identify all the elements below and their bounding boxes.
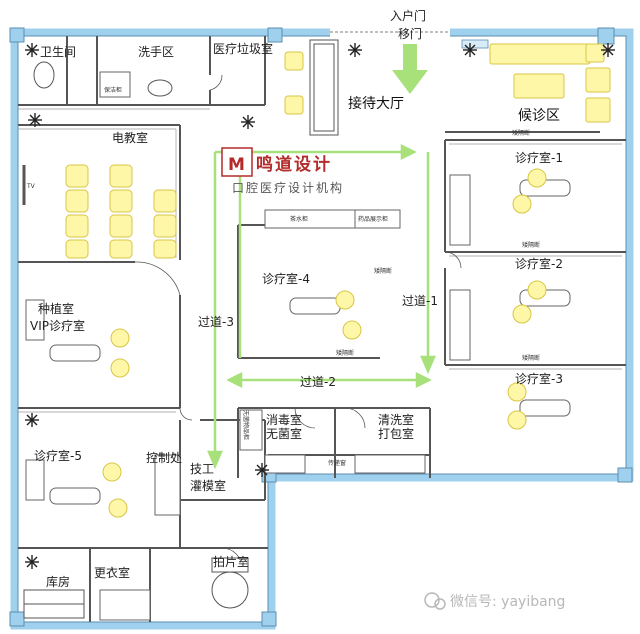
label-clinic-4: 诊疗室-4 xyxy=(262,271,310,286)
door-swings xyxy=(134,74,462,569)
label-partition-1: 矮隔断 xyxy=(512,129,530,137)
label-tv: TV xyxy=(26,183,36,190)
label-cleaning-cabinet: 保洁柜 xyxy=(104,86,122,94)
label-washroom: 洗手区 xyxy=(138,45,174,59)
label-implant-1: 种植室 xyxy=(38,301,74,316)
label-medical-waste: 医疗垃圾室 xyxy=(213,41,273,56)
label-disinfect-1: 消毒室 xyxy=(266,412,302,427)
sliding-door-bar xyxy=(461,39,489,49)
label-waiting: 候诊区 xyxy=(518,108,560,124)
label-disinfect-2: 无菌室 xyxy=(266,426,302,441)
label-passthrough: 传递窗 xyxy=(328,459,346,467)
label-toilet: 卫生间 xyxy=(40,45,76,59)
waiting-sofas xyxy=(489,43,611,123)
label-lab-1: 技工 xyxy=(190,462,214,476)
label-drug-cabinet: 药品展示柜 xyxy=(358,215,388,223)
toilet-fixtures xyxy=(33,61,249,609)
wall-inner-lines xyxy=(18,108,622,413)
label-wall-cabinet: 无菌物品柜 xyxy=(242,410,250,440)
label-storage: 库房 xyxy=(46,574,70,589)
entrance-gap xyxy=(330,26,450,40)
reception-chairs xyxy=(284,51,304,115)
brand-tagline: 口腔医疗设计机构 xyxy=(232,180,344,195)
label-reception: 接待大厅 xyxy=(348,95,404,112)
reception-desk xyxy=(309,39,339,136)
label-classroom: 电教室 xyxy=(112,130,148,145)
label-corridor-2: 过道-2 xyxy=(300,375,336,389)
label-entrance: 入户门 xyxy=(390,8,426,23)
label-cleaning-2: 打包室 xyxy=(378,426,414,441)
label-partition-5: 矮隔断 xyxy=(336,349,354,357)
label-tea-cabinet: 茶水柜 xyxy=(290,215,308,223)
label-clinic-2: 诊疗室-2 xyxy=(515,256,563,271)
watermark: 微信号: yayibang xyxy=(424,592,565,610)
brand-name: 鸣道设计 xyxy=(256,154,332,175)
label-xray: 拍片室 xyxy=(213,554,249,569)
watermark-text: 微信号: yayibang xyxy=(450,594,565,610)
ceiling-lamps xyxy=(25,43,615,569)
label-cleaning-1: 清洗室 xyxy=(378,412,414,427)
label-sliding-door: 移门 xyxy=(398,26,422,41)
label-partition-4: 矮隔断 xyxy=(374,267,392,275)
label-changing: 更衣室 xyxy=(94,565,130,580)
classroom-seats xyxy=(65,164,177,259)
label-clinic-1: 诊疗室-1 xyxy=(515,150,563,165)
label-corridor-1: 过道-1 xyxy=(402,294,438,308)
label-implant-2: VIP诊疗室 xyxy=(30,318,85,333)
cabinets xyxy=(25,71,471,621)
label-partition-2: 矮隔断 xyxy=(522,241,540,249)
storage-shelves xyxy=(23,589,85,619)
label-corridor-3: 过道-3 xyxy=(198,315,234,329)
dental-chairs xyxy=(49,179,571,505)
brand-logo-letter: M xyxy=(228,155,247,175)
label-clinic-3: 诊疗室-3 xyxy=(515,371,563,386)
label-clinic-5: 诊疗室-5 xyxy=(34,448,82,463)
label-lab-2: 灌模室 xyxy=(190,478,226,493)
label-control: 控制处 xyxy=(146,451,182,465)
brand-logo xyxy=(221,147,253,177)
label-partition-3: 矮隔断 xyxy=(522,354,540,362)
doctor-stools xyxy=(102,168,547,518)
entrance-arrow xyxy=(392,44,428,94)
